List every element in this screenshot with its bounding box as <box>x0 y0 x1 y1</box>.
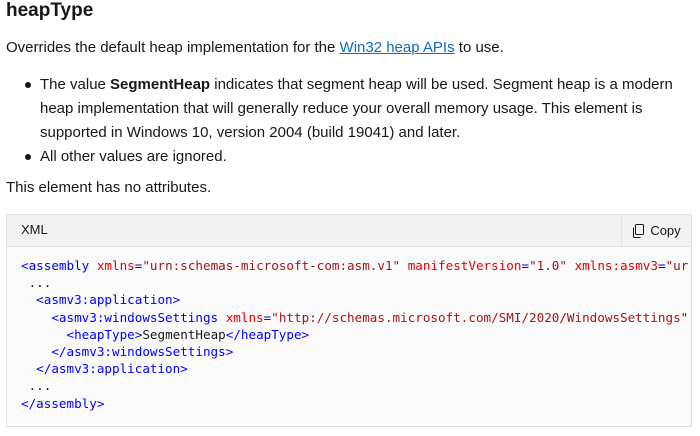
intro-text-after: to use. <box>454 39 504 56</box>
bullet-list: The value SegmentHeap indicates that seg… <box>6 73 696 169</box>
code-token: <asmv3:windowsSettings <box>21 309 219 325</box>
bullet-icon <box>25 82 31 88</box>
code-token: xmlns:asmv3 <box>566 258 658 273</box>
bullet-text: indicates that segment heap will be used… <box>40 76 673 141</box>
intro-text-before: Overrides the default heap implementatio… <box>6 39 340 56</box>
code-token: xmlns <box>218 309 264 325</box>
code-language-label: XML <box>21 222 48 237</box>
bullet-text: The value <box>40 76 111 93</box>
copy-icon <box>633 223 645 238</box>
code-block: XML Copy <assembly xmlns="urn:schemas-mi… <box>6 214 692 427</box>
code-token: SegmentHeap <box>142 326 226 342</box>
code-header: XML Copy <box>7 215 691 247</box>
code-line: <asmv3:windowsSettings xmlns="http://sch… <box>21 310 688 325</box>
code-token: <assembly <box>21 258 90 273</box>
no-attributes-paragraph: This element has no attributes. <box>6 179 212 196</box>
code-token: = <box>657 258 666 273</box>
code-token: xmlns <box>89 258 135 273</box>
code-token: "ur <box>665 258 689 273</box>
bullet-icon <box>25 154 31 160</box>
code-token: <heapType> <box>21 326 143 342</box>
code-token: </heapType> <box>225 326 310 342</box>
code-token: = <box>521 258 530 273</box>
bullet-text: All other values are ignored. <box>40 148 227 165</box>
copy-button[interactable]: Copy <box>621 215 691 246</box>
code-token: = <box>263 309 272 325</box>
code-line: ... <box>21 275 52 291</box>
list-item: All other values are ignored. <box>6 145 696 169</box>
page-title: heapType <box>6 0 94 21</box>
bullet-strong-text: SegmentHeap <box>110 76 211 93</box>
code-line: <asmv3:application> <box>21 292 181 308</box>
code-token: = <box>134 258 143 273</box>
win32-heap-apis-link[interactable]: Win32 heap APIs <box>339 39 455 56</box>
code-line: </asmv3:windowsSettings> <box>21 344 234 360</box>
intro-paragraph: Overrides the default heap implementatio… <box>6 38 504 58</box>
code-line: <assembly xmlns="urn:schemas-microsoft-c… <box>21 258 688 273</box>
code-line: </assembly> <box>21 395 105 411</box>
list-item: The value SegmentHeap indicates that seg… <box>6 73 696 145</box>
code-line: ... <box>21 378 52 394</box>
code-token: "http://schemas.microsoft.com/SMI/2020/W… <box>271 309 689 325</box>
code-line: <heapType>SegmentHeap</heapType> <box>21 327 309 342</box>
code-line: </asmv3:application> <box>21 361 188 377</box>
code-token: manifestVersion <box>400 258 522 273</box>
code-content[interactable]: <assembly xmlns="urn:schemas-microsoft-c… <box>21 257 688 412</box>
code-token: "urn:schemas-microsoft-com:asm.v1" <box>142 258 401 273</box>
code-token: "1.0" <box>529 258 567 273</box>
copy-button-label: Copy <box>650 223 681 238</box>
